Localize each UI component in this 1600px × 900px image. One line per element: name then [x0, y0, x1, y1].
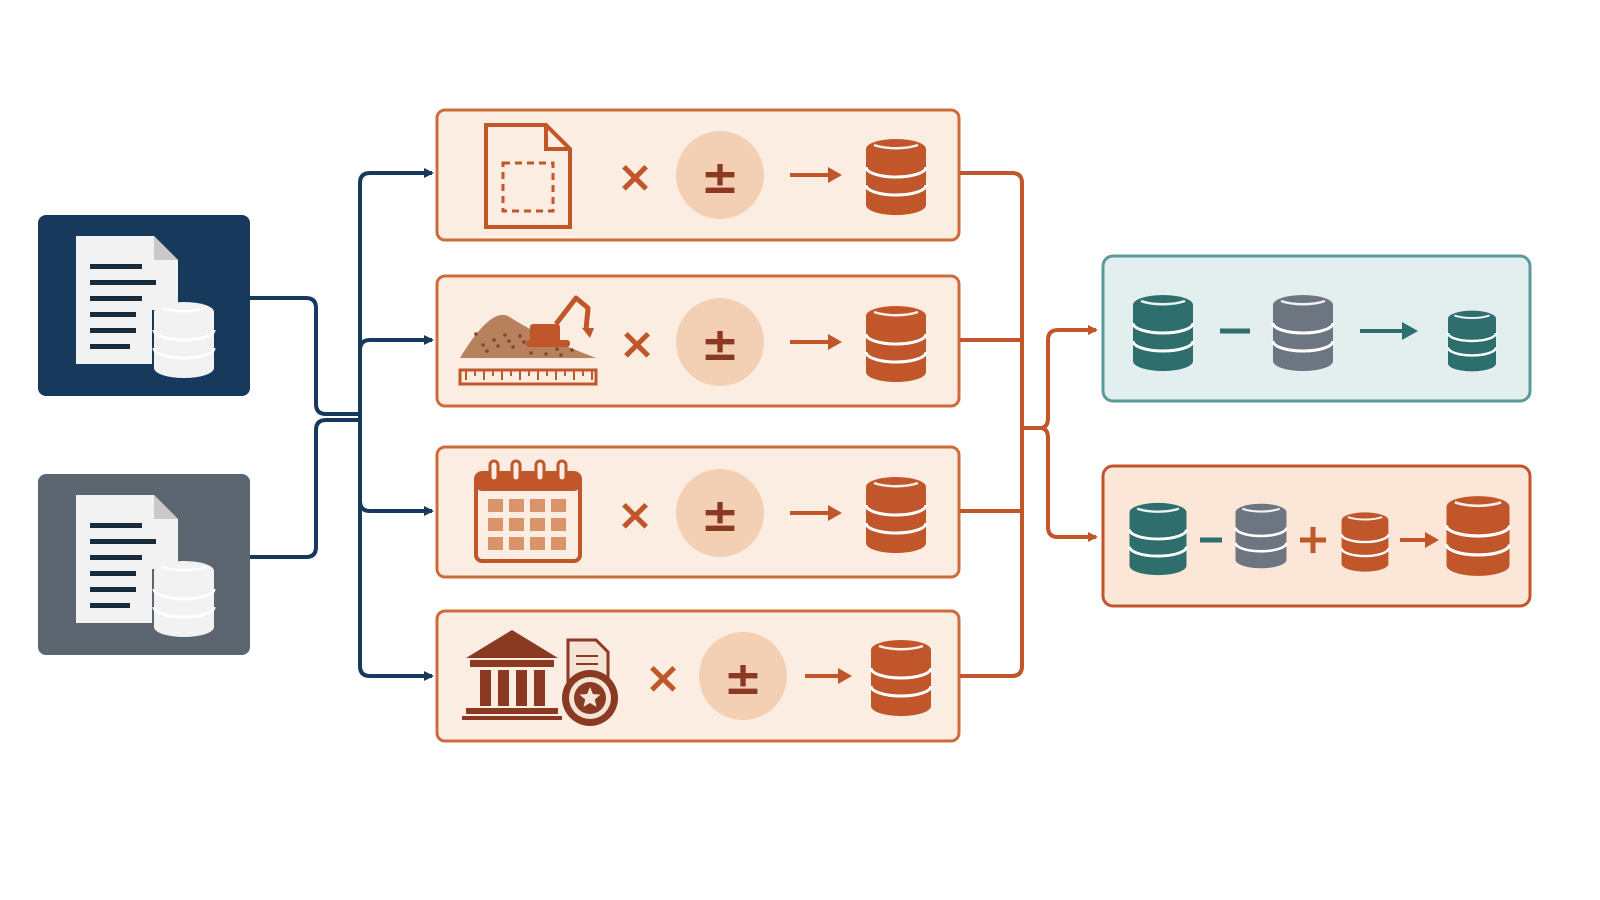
blank-document-icon [484, 123, 572, 229]
arrow-operator [790, 167, 842, 183]
database-icon [1340, 511, 1390, 573]
multiply-operator: × [617, 152, 654, 203]
database-icon [869, 638, 933, 718]
step-panel: ×± [435, 274, 961, 408]
plus-minus-operator: ± [724, 651, 763, 705]
balance-result-panel [1101, 464, 1532, 608]
multiply-operator: × [619, 319, 656, 370]
step-panel: ×± [435, 445, 961, 579]
document-database-icon [76, 236, 216, 381]
database-icon [864, 475, 928, 555]
plus-minus-operator: ± [701, 488, 740, 542]
database-icon [1128, 501, 1188, 577]
database-icon [1131, 293, 1195, 373]
document-database-icon [76, 495, 216, 640]
arrow-operator [805, 668, 852, 684]
arrow-operator [790, 334, 842, 350]
database-icon [1444, 494, 1512, 578]
plus-operator [1300, 527, 1326, 553]
arrow-operator [1360, 322, 1418, 340]
plus-minus-operator: ± [701, 150, 740, 204]
plus-minus-badge [676, 298, 764, 386]
plus-minus-operator: ± [701, 317, 740, 371]
multiply-operator: × [617, 490, 654, 541]
arrow-operator [1400, 532, 1439, 548]
calendar-icon [474, 459, 582, 563]
database-icon [1446, 309, 1498, 373]
plus-minus-badge [699, 632, 787, 720]
database-icon [1234, 502, 1288, 570]
secondary-source-panel [38, 474, 250, 655]
institution-certificate-icon [462, 630, 618, 726]
difference-result-panel [1101, 254, 1532, 403]
plus-minus-badge [676, 131, 764, 219]
database-icon [864, 304, 928, 384]
primary-source-panel [38, 215, 250, 396]
arrow-operator [790, 505, 842, 521]
database-icon [864, 137, 928, 217]
excavator-stockpile-icon [458, 295, 598, 386]
input-connectors [250, 168, 434, 681]
database-icon [1271, 293, 1335, 373]
step-connectors [960, 171, 1098, 678]
step-panel: ×± [435, 609, 961, 743]
multiply-operator: × [645, 653, 682, 704]
plus-minus-badge [676, 469, 764, 557]
step-panel: ×± [435, 108, 961, 242]
